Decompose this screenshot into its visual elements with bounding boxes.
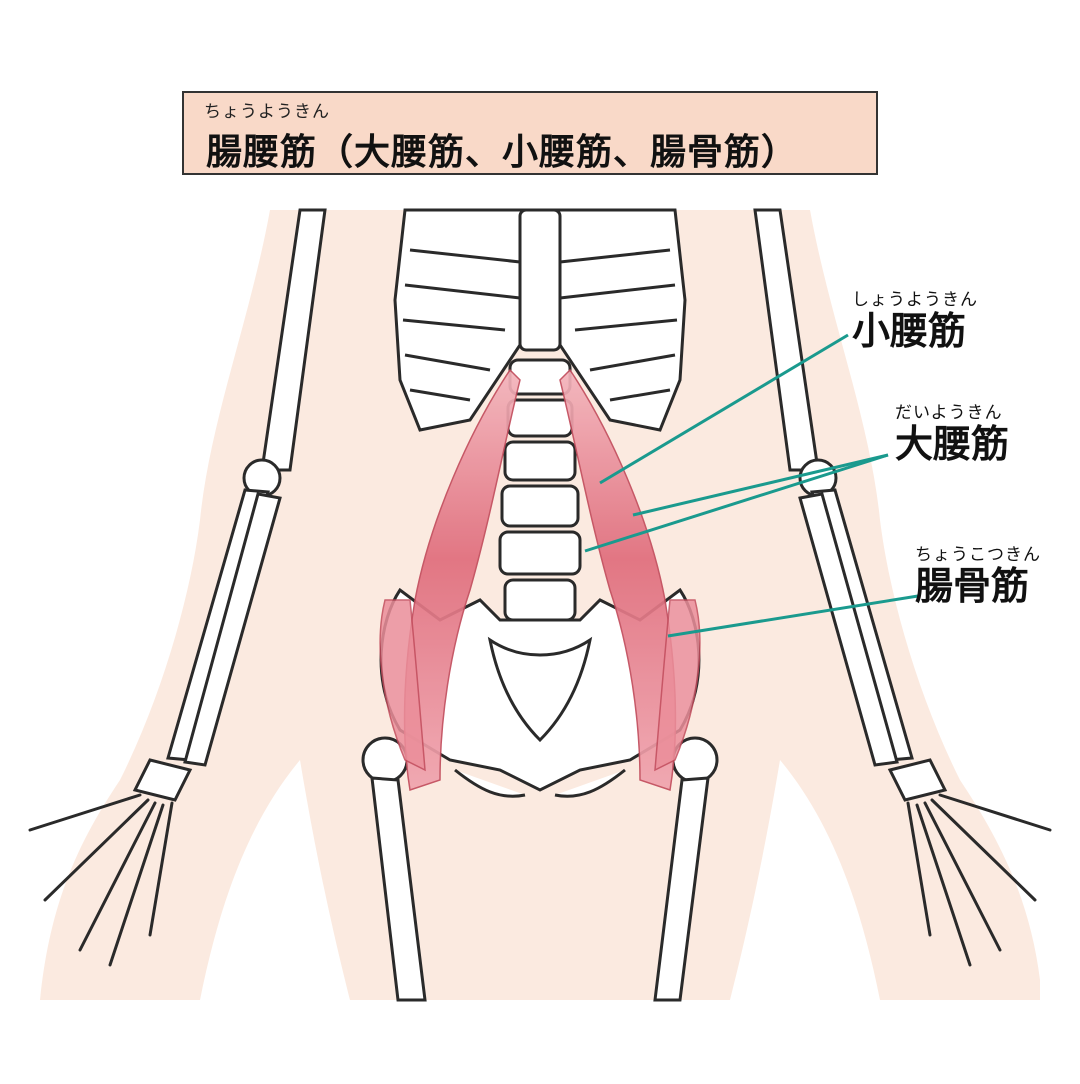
label-psoas-major-name: 大腰筋	[895, 422, 1010, 466]
left-psoas-major	[403, 368, 521, 791]
label-psoas-minor: しょうようきん 小腰筋	[852, 285, 978, 354]
label-iliacus: ちょうこつきん 腸骨筋	[915, 540, 1041, 609]
leader-psoas-minor	[599, 333, 849, 485]
label-psoas-minor-name: 小腰筋	[852, 309, 967, 353]
label-iliacus-name: 腸骨筋	[915, 564, 1030, 608]
leader-psoas-major-1	[632, 453, 889, 517]
title-box: ちょうようきん 腸腰筋（大腰筋、小腰筋、腸骨筋）	[182, 91, 878, 175]
right-hand	[887, 758, 1052, 967]
leader-lines	[584, 333, 919, 638]
iliopsoas-muscles	[379, 368, 701, 791]
right-iliacus	[654, 599, 701, 772]
left-iliacus	[379, 599, 426, 772]
title-ruby: ちょうようきん	[204, 102, 330, 122]
page-title: 腸腰筋（大腰筋、小腰筋、腸骨筋）	[206, 132, 799, 173]
right-femur	[653, 736, 719, 1002]
right-arm	[753, 208, 914, 767]
label-psoas-major-ruby: だいようきん	[895, 403, 1003, 423]
right-psoas-major	[559, 368, 677, 791]
label-iliacus-ruby: ちょうこつきん	[915, 545, 1041, 565]
spine	[498, 208, 582, 622]
leader-iliacus	[667, 594, 919, 638]
rib-cage	[393, 208, 687, 432]
left-femur	[361, 736, 427, 1002]
leader-psoas-major-2	[584, 453, 889, 553]
label-psoas-minor-ruby: しょうようきん	[852, 290, 978, 310]
left-arm	[166, 208, 327, 767]
pelvis	[379, 587, 701, 798]
label-psoas-major: だいようきん 大腰筋	[895, 398, 1009, 467]
left-hand	[28, 758, 193, 967]
